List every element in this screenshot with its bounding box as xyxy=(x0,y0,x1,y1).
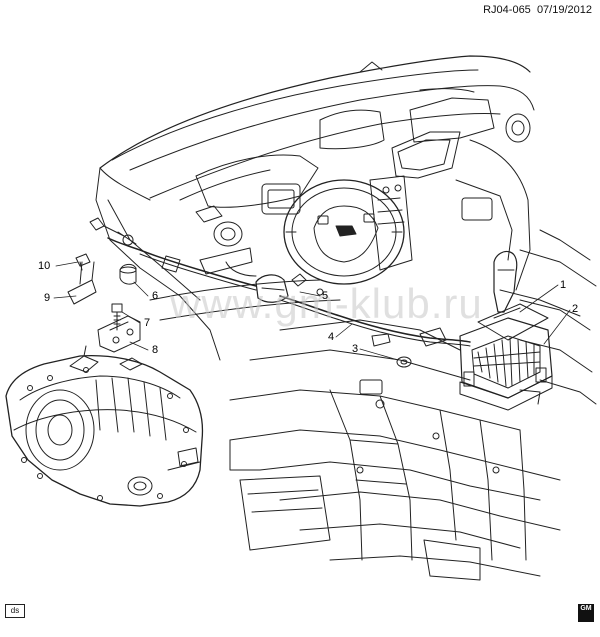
callout-4: 4 xyxy=(328,331,334,343)
instrument-panel-drawing xyxy=(95,55,535,361)
callout-leader-lines xyxy=(53,261,571,361)
callout-7: 7 xyxy=(144,317,150,329)
gm-logo-text: GM xyxy=(580,605,592,612)
callout-10: 10 xyxy=(38,260,50,272)
gm-logo: GM xyxy=(578,604,594,622)
shifter-assembly-drawing xyxy=(459,250,553,411)
callout-2: 2 xyxy=(572,303,578,315)
ds-badge: ds xyxy=(5,604,25,618)
callout-labels: 1 2 3 4 5 6 7 8 9 10 xyxy=(38,260,578,356)
reference-date: 07/19/2012 xyxy=(536,4,592,16)
callout-5: 5 xyxy=(322,290,328,302)
callout-9: 9 xyxy=(44,292,50,304)
callout-8: 8 xyxy=(152,344,158,356)
callout-3: 3 xyxy=(352,343,358,355)
callout-6: 6 xyxy=(152,290,158,302)
diagram-reference: RJ04-065 07/19/2012 xyxy=(483,4,592,16)
reference-code: RJ04-065 xyxy=(483,4,531,16)
callout-1: 1 xyxy=(560,279,566,291)
transmission-drawing xyxy=(5,345,204,507)
watermark-text: www.gm-klub.ru xyxy=(169,280,483,327)
shift-cable-drawing xyxy=(107,237,471,368)
